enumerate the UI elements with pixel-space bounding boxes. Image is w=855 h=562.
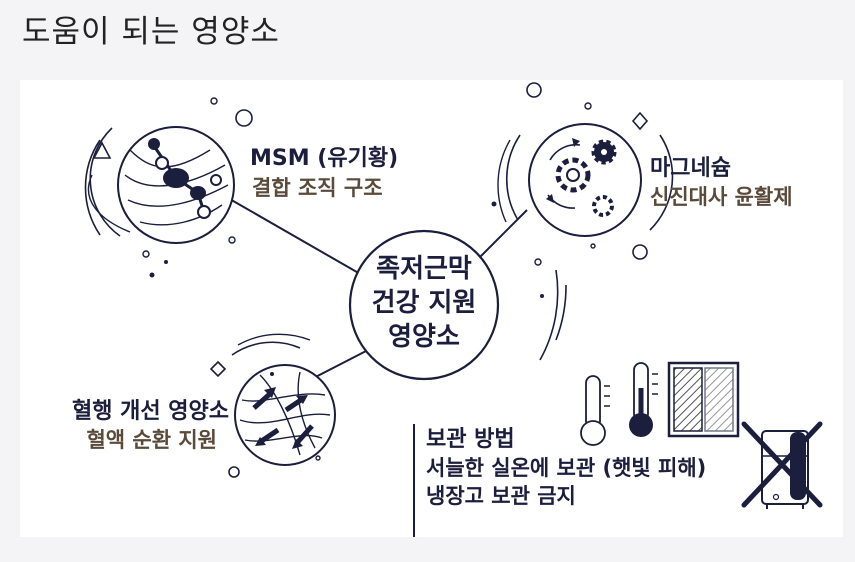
connector-msm xyxy=(227,197,363,276)
hub-label: 족저근막 건강 지원 영양소 xyxy=(357,252,491,354)
magnesium-title: 마그네슘 xyxy=(650,156,731,181)
hub-line-3: 영양소 xyxy=(388,322,460,352)
msm-subtitle: 결합 조직 구조 xyxy=(252,176,383,200)
thermometer-warm-icon xyxy=(629,362,658,437)
blood-flow-icon xyxy=(234,364,336,466)
refrigerator-banned-icon xyxy=(741,421,823,509)
connector-magnesium xyxy=(478,209,528,259)
storage-info: 보관 방법 서늘한 실온에 보관 (햇빛 피해) 냉장고 보관 금지 xyxy=(426,426,706,510)
gears-icon xyxy=(528,123,642,237)
storage-line-1: 서늘한 실온에 보관 (햇빛 피해) xyxy=(426,456,707,480)
magnesium-subtitle: 신진대사 윤활제 xyxy=(650,185,793,209)
thermometer-cool-icon xyxy=(580,375,610,446)
circulation-title: 혈행 개선 영양소 xyxy=(72,399,229,424)
hub-circle xyxy=(348,229,500,381)
window-icon xyxy=(667,361,740,438)
msm-title: MSM (유기황) xyxy=(250,146,399,171)
circulation-subtitle: 혈액 순환 지원 xyxy=(86,428,217,452)
msm-molecule-icon xyxy=(117,126,235,244)
page-title: 도움이 되는 영양소 xyxy=(22,14,280,50)
storage-title: 보관 방법 xyxy=(426,427,515,452)
hub-line-2: 건강 지원 xyxy=(371,288,477,318)
storage-line-2: 냉장고 보관 금지 xyxy=(426,484,576,508)
hub-line-1: 족저근막 xyxy=(376,254,472,284)
